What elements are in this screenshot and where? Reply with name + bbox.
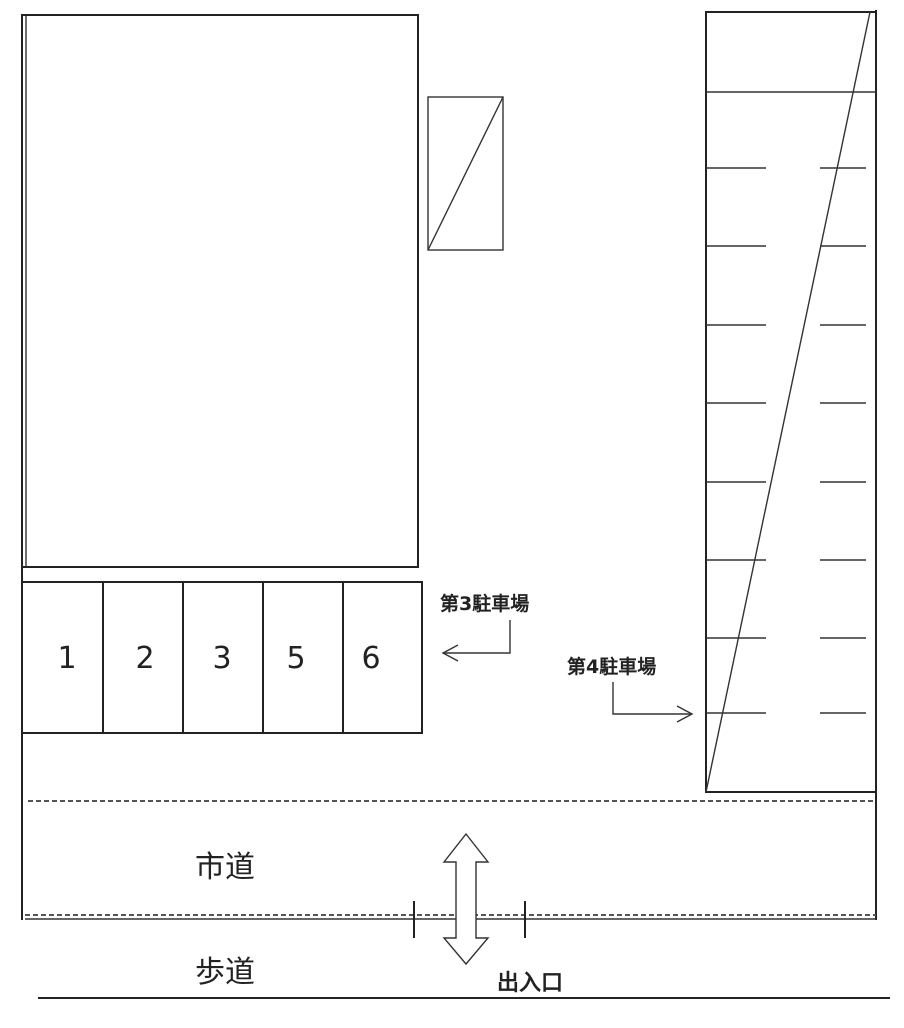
- parking-space-2: 2: [135, 641, 154, 676]
- parking-3-label: 第3駐車場: [440, 592, 529, 615]
- parking-row: [21, 581, 423, 734]
- parking-3-arrow-icon: [441, 620, 511, 662]
- parking-space-5: 5: [286, 641, 305, 676]
- double-arrow-icon: [442, 832, 490, 966]
- parking-space-6: 6: [361, 641, 380, 676]
- building: [21, 14, 419, 568]
- entrance-label: 出入口: [497, 971, 563, 996]
- sidewalk-label: 歩道: [195, 955, 255, 990]
- parking-space-3: 3: [212, 641, 231, 676]
- city-road-label: 市道: [195, 850, 255, 885]
- small-structure: [427, 96, 504, 251]
- parking-lot-3: 1 2 3 5 6: [21, 581, 423, 734]
- parking-lot-4: [705, 11, 877, 793]
- parking-4-arrow-icon: [612, 682, 694, 723]
- parking-4-label: 第4駐車場: [567, 655, 656, 678]
- parking-space-1: 1: [57, 641, 76, 676]
